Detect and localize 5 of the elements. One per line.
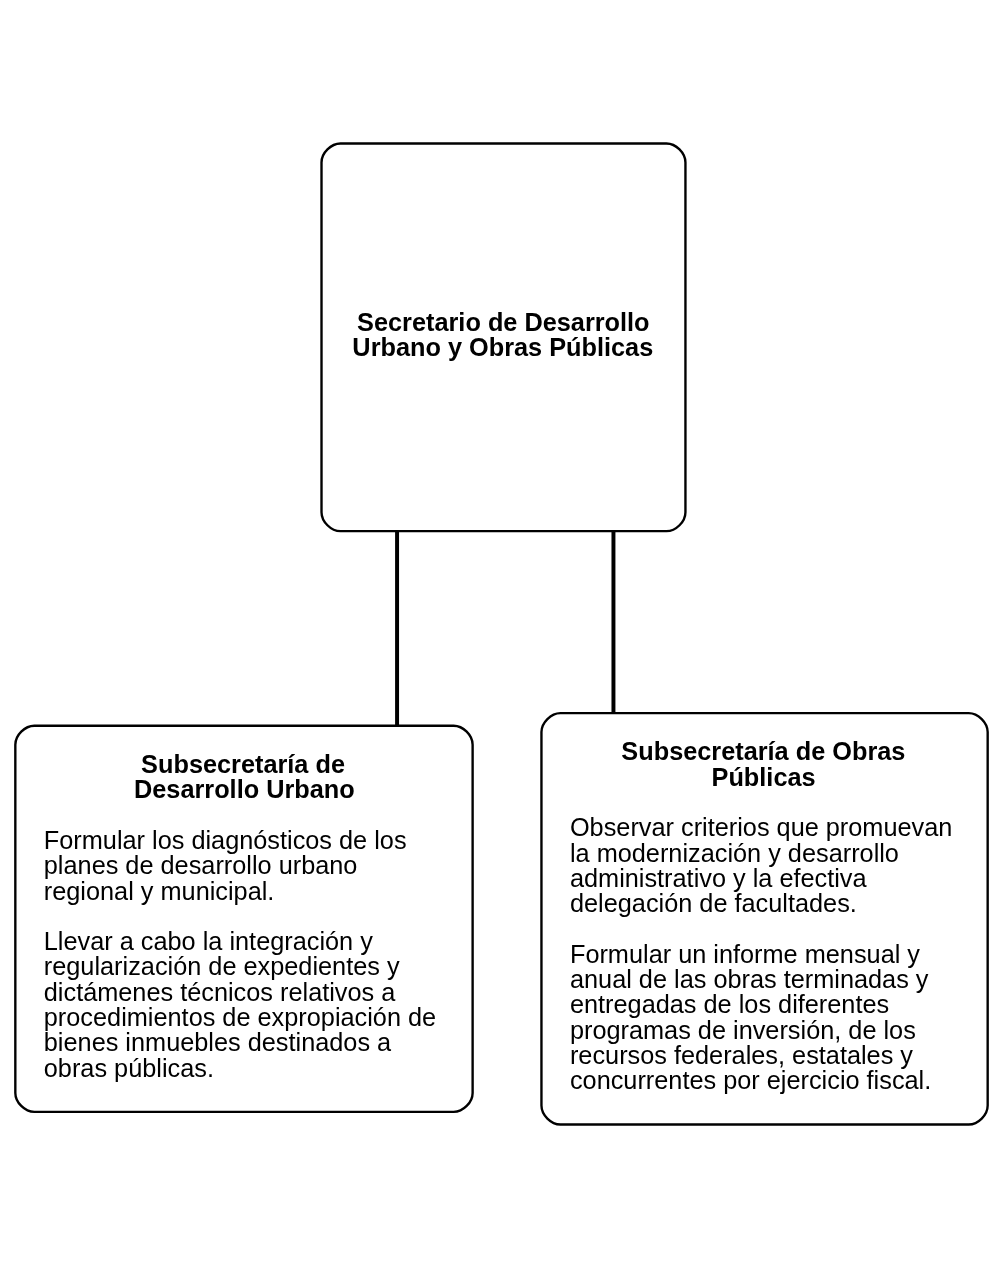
connector bbox=[394, 531, 399, 726]
node-box: Subsecretaría de Desarrollo Urbano Formular los diagnósticos de los planes de desarrollo urbano regional y municipal. Llevar a cabo la integración y regularización de expedientes y dictámenes técnicos relativos a procedimientos de expropiación de bienes inmuebles destinados a obras públicas. bbox=[13, 724, 474, 1114]
node-box: Subsecretaría de Obras Públicas Observar criterios que promuevan la modernización y desarrollo administrativo y la efectiva delegación de facultades. Formular un informe mensual y anual de las obras terminadas y entregadas de los diferentes programas de inversión, de los recursos federales, estatales y concurrentes por ejercicio fiscal. bbox=[539, 711, 989, 1126]
connector bbox=[610, 531, 615, 713]
node-box: Secretario de Desarrollo Urbano y Obras Públicas bbox=[319, 142, 687, 533]
